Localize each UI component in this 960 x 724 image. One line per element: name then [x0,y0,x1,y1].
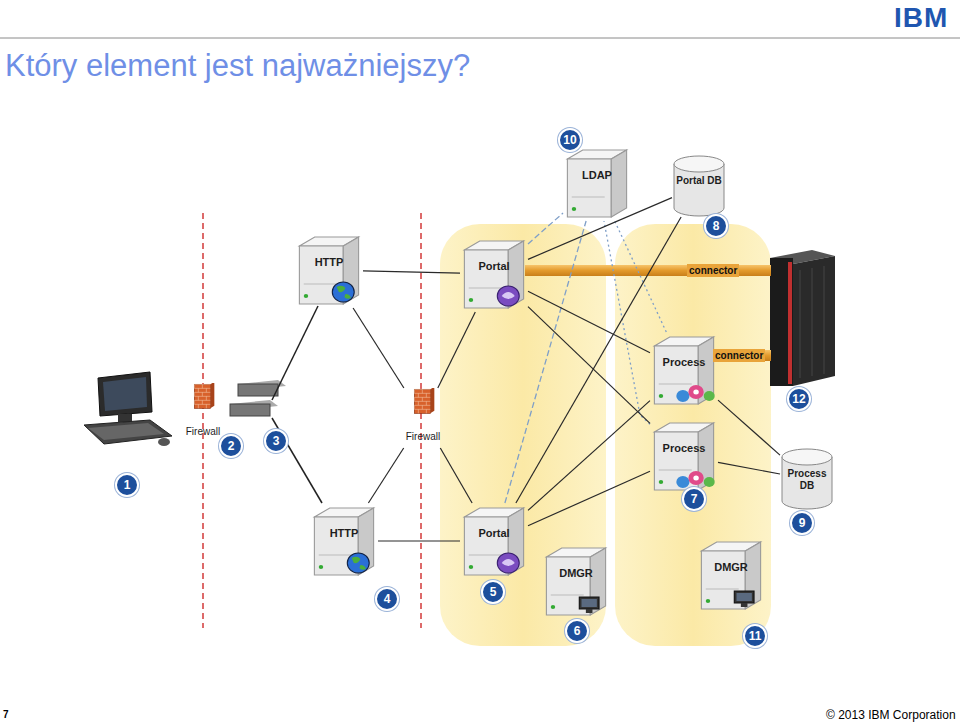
network-link [438,312,476,388]
network-link [615,221,667,332]
slide-title: Który element jest najważniejszy? [5,48,470,84]
node-label: Process DB [780,468,834,492]
node-shape [697,537,765,613]
network-link [528,471,650,526]
callout-number: 10 [558,128,582,152]
callout-number: 7 [682,487,706,511]
node-shape [650,332,718,408]
server-icon: HTTP [310,503,378,579]
network-link [440,448,472,503]
database-cylinder: Process DB [780,448,834,510]
node-label: DMGR [542,567,610,579]
dmz-boundary [420,213,422,628]
node-label: HTTP [310,527,378,539]
network-link [718,400,780,455]
database-cylinder: Portal DB [672,155,726,217]
node-shape [175,383,231,423]
header-rule [0,38,960,39]
firewall-icon: Firewall [395,388,451,448]
callout-number: 8 [704,214,728,238]
node-shape [563,145,631,221]
node-label: Firewall [175,426,231,437]
node-shape [460,236,528,312]
node-shape [460,503,528,579]
node-label: Portal [460,527,528,539]
server-icon: Portal [460,236,528,312]
firewall-icon: Firewall [175,383,231,443]
node-label: HTTP [295,256,363,268]
copyright: © 2013 IBM Corporation [826,708,956,722]
node-shape [310,503,378,579]
network-link [604,221,650,424]
node-label: Firewall [395,431,451,442]
cluster-band [615,224,771,646]
callout-number: 11 [743,624,767,648]
callout-number: 12 [787,387,811,411]
page-number: 7 [3,709,9,720]
callout-number: 3 [264,429,288,453]
network-switch [230,380,286,416]
network-link [528,213,563,244]
callout-number: 5 [481,580,505,604]
node-label: Process [650,442,718,454]
company-logo: IBM [894,2,948,34]
mainframe [770,250,835,386]
dmz-boundary [202,213,204,628]
callout-number: 1 [115,473,139,497]
server-icon: DMGR [542,543,610,619]
network-link [718,462,780,474]
node-shape [395,388,451,428]
network-link [505,221,586,503]
client-computer [84,372,172,446]
callout-number: 9 [790,511,814,535]
callout-number: 2 [219,434,243,458]
node-label: LDAP [563,169,631,181]
node-label: Process [650,356,718,368]
network-link [378,540,460,541]
node-label: DMGR [697,561,765,573]
node-shape [295,232,363,308]
node-shape [542,543,610,619]
server-icon: DMGR [697,537,765,613]
connector-label: connector [713,349,765,362]
callout-number: 4 [375,587,399,611]
server-icon: LDAP [563,145,631,221]
cluster-band [440,224,606,646]
server-icon: Process [650,418,718,494]
node-shape [650,418,718,494]
network-link [528,307,650,424]
network-link [368,448,403,503]
callout-number: 6 [565,619,589,643]
network-link [528,401,650,511]
server-icon: Process [650,332,718,408]
network-link [528,291,650,353]
network-line [272,306,318,400]
server-icon: HTTP [295,232,363,308]
network-link [363,271,460,273]
server-icon: Portal [460,503,528,579]
node-label: Portal [460,260,528,272]
node-label: Portal DB [672,175,726,187]
connector-label: connector [687,264,739,277]
network-link [353,308,404,388]
